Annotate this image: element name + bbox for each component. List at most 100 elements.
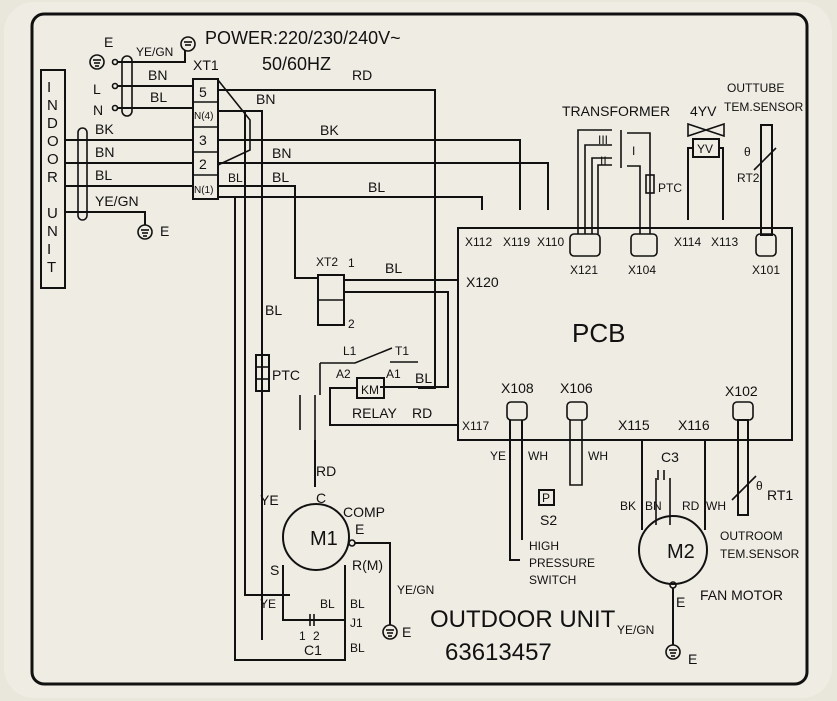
ptc-starter: BL PTC <box>255 302 300 392</box>
xt2-title: XT2 <box>316 255 338 269</box>
fan-wire-bn: BN <box>645 499 662 513</box>
part-number: 63613457 <box>445 639 552 666</box>
outdoor-unit-title: OUTDOOR UNIT <box>430 606 616 633</box>
indoor-unit-letter: I <box>47 79 51 96</box>
pcb-connector-x120: X120 <box>466 274 499 290</box>
fan-wire-bk: BK <box>620 499 636 513</box>
pcb-connector-x116: X116 <box>678 417 710 433</box>
outroom-sensor: θ RT1 OUTROOM TEM.SENSOR <box>720 419 800 561</box>
comp-terminal-c: C <box>316 490 326 506</box>
compressor: RD C YE COMP M1 E YE/GN E S R(M) YE BL B… <box>260 440 434 660</box>
transformer-winding-ii: II <box>600 154 607 168</box>
pcb-connector-x106: X106 <box>560 380 593 396</box>
interconnect-cable: BK BN BL YE/GN E <box>66 121 194 240</box>
xt1-terminal-n1: N(1) <box>194 185 213 196</box>
outtube-title-2: TEM.SENSOR <box>724 100 804 114</box>
wire-ye-gn-supply: YE/GN <box>136 45 173 59</box>
hps-wire-ye: YE <box>490 449 506 463</box>
comp-wire-bl-2: BL <box>350 597 365 611</box>
xt1-terminal-5: 5 <box>199 84 207 100</box>
terminal-e-label: E <box>104 34 113 50</box>
indoor-unit-letter: N <box>47 223 58 240</box>
comp-earth-label: E <box>402 624 411 640</box>
fan-motor: C3 BK BN RD WH M2 E FAN MOTOR YE/GN E <box>617 440 783 667</box>
relay-km: L1 T1 A2 A1 KM BL RELAY RD <box>299 344 458 440</box>
wire-rd-comp: RD <box>316 463 336 479</box>
pcb-connector-x119: X119 <box>503 235 530 249</box>
comp-earth-wire: YE/GN <box>397 583 434 597</box>
power-label: POWER:220/230/240V~ <box>205 28 401 48</box>
fan-capacitor-c3: C3 <box>661 449 679 465</box>
outtube-sensor: OUTTUBE TEM.SENSOR θ RT2 <box>724 81 804 236</box>
pcb-board: PCB X112 X119 X110 X121 X104 X114 X113 X… <box>457 227 793 441</box>
outroom-caption-1: OUTROOM <box>720 529 783 543</box>
supply-terminals: E L N YE/GN BN BL <box>89 34 196 118</box>
transformer-ptc: PTC <box>658 181 682 195</box>
comp-ref-m1: M1 <box>310 528 338 550</box>
transformer: TRANSFORMER III II I PTC <box>562 103 682 234</box>
pcb-connector-x121: X121 <box>570 263 598 277</box>
indoor-unit-letter: N <box>47 97 58 114</box>
frequency-label: 50/60HZ <box>262 54 331 74</box>
earth-symbol-indoor <box>137 224 153 240</box>
wire-bl-vertical: BL <box>265 302 282 318</box>
outtube-title-1: OUTTUBE <box>727 81 784 95</box>
comp-junction-j1: J1 <box>350 616 363 630</box>
xt2-pin-1: 1 <box>348 256 355 270</box>
comp-wire-bl-3: BL <box>350 641 365 655</box>
xt2-pin-2: 2 <box>348 317 355 331</box>
wire-bl-relay: BL <box>415 370 432 386</box>
indoor-unit-letter: R <box>47 169 58 186</box>
transformer-title: TRANSFORMER <box>562 103 670 119</box>
wire-bn-mid: BN <box>256 91 275 107</box>
hps-caption-1: HIGH <box>529 539 559 553</box>
pcb-connector-x112: X112 <box>465 235 492 249</box>
label-paper <box>4 2 832 698</box>
fan-earth-label: E <box>688 651 697 667</box>
fan-wire-rd: RD <box>682 499 700 513</box>
main-wires: RD BN BK BN BL BL BL <box>217 67 549 661</box>
terminal-l-label: L <box>93 81 101 97</box>
high-pressure-switch: YE WH WH P S2 HIGH PRESSURE SWITCH <box>490 420 608 587</box>
fan-earth-wire: YE/GN <box>617 623 654 637</box>
wire-bl-interconnect: BL <box>95 167 112 183</box>
fan-wire-wh: WH <box>706 499 726 513</box>
hps-wire-wh: WH <box>528 449 548 463</box>
wire-bn: BN <box>272 145 291 161</box>
comp-caption: COMP <box>343 504 385 520</box>
comp-terminal-s: S <box>270 562 279 578</box>
wire-bl-xt2: BL <box>385 260 402 276</box>
pcb-connector-x102: X102 <box>725 383 758 399</box>
x106-wire-wh: WH <box>588 449 608 463</box>
transformer-winding-iii: III <box>598 133 608 147</box>
wire-bl-long: BL <box>368 179 385 195</box>
xt1-terminal-n4: N(4) <box>194 111 213 122</box>
transformer-winding-i: I <box>632 144 635 158</box>
pcb-connector-x117: X117 <box>462 419 489 433</box>
indoor-unit-letter: D <box>47 115 58 132</box>
pcb-title: PCB <box>572 318 625 348</box>
indoor-unit-letter: I <box>47 241 51 258</box>
four-way-valve: 4YV YV <box>687 103 725 220</box>
wire-bl: BL <box>272 169 289 185</box>
wire-bn-interconnect: BN <box>95 144 114 160</box>
relay-t1: T1 <box>395 344 409 358</box>
wire-bk: BK <box>320 122 339 138</box>
terminal-n-label: N <box>93 102 103 118</box>
comp-terminal-e: E <box>355 521 364 537</box>
indoor-unit-letter: U <box>47 205 58 222</box>
comp-wire-bl-1: BL <box>320 597 335 611</box>
fan-motor-ref: M2 <box>667 541 695 563</box>
relay-caption: RELAY <box>352 405 398 421</box>
earth-symbol-top <box>180 36 196 52</box>
pcb-connector-x115: X115 <box>618 417 650 433</box>
wire-bl-xt1: BL <box>228 171 243 185</box>
earth-symbol-fan <box>665 644 681 660</box>
pcb-connector-x113: X113 <box>711 235 738 249</box>
earth-symbol-supply <box>89 54 105 70</box>
relay-coil-km: KM <box>361 383 379 397</box>
pcb-connector-x108: X108 <box>501 380 534 396</box>
hps-symbol-p: P <box>542 491 550 505</box>
wire-ye-left: YE <box>260 492 279 508</box>
